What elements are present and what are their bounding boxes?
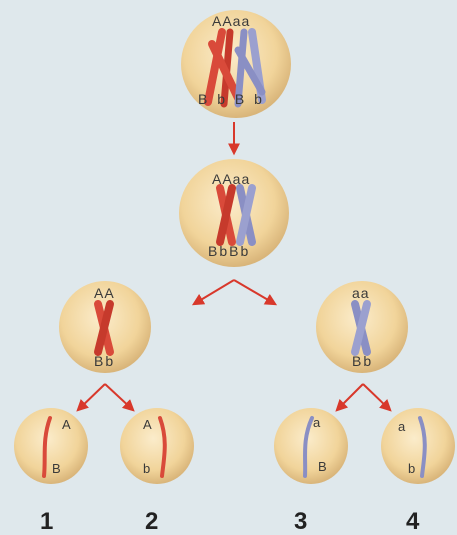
- division-arrows: [76, 122, 392, 412]
- prophase-bottom-label: BbBb: [208, 243, 251, 259]
- meiosis1-left-top-label: AA: [94, 285, 115, 301]
- gamete2-chromosome: [158, 416, 167, 478]
- arrow-left-to-gamete1: [76, 383, 106, 412]
- gamete2-cell: [120, 408, 194, 484]
- gamete2-number: 2: [145, 508, 159, 535]
- parent-chromosomes: [204, 28, 266, 108]
- gamete4-chromosome: [418, 416, 427, 478]
- gamete2-bottom-label: b: [143, 461, 151, 476]
- gamete1-cell: [14, 408, 88, 484]
- meiosis1-right-top-label: aa: [352, 285, 370, 301]
- prophase-top-label: AAaa: [212, 171, 251, 187]
- gamete1-bottom-label: B: [52, 461, 61, 476]
- meiosis1-right-chromosome: [351, 300, 371, 356]
- meiosis1-left-chromosome: [94, 300, 114, 356]
- gamete3-chromosome: [303, 416, 314, 478]
- arrow-prophase-to-left: [191, 279, 235, 306]
- gamete3-top-label: a: [313, 415, 321, 430]
- gamete3-number: 3: [294, 508, 308, 535]
- arrow-left-to-gamete2: [104, 383, 135, 412]
- gamete1-number: 1: [40, 508, 54, 535]
- gamete3-cell: [274, 408, 348, 484]
- arrow-right-to-gamete4: [362, 383, 392, 412]
- prophase-chromosomes: [216, 184, 256, 246]
- arrow-prophase-to-right: [233, 279, 278, 306]
- gamete4-bottom-label: b: [408, 461, 416, 476]
- prophase-cell: [179, 159, 289, 267]
- meiosis1-right-bottom-label: Bb: [352, 353, 374, 369]
- gamete4-top-label: a: [398, 419, 406, 434]
- gamete2-top-label: A: [143, 417, 152, 432]
- gamete4-cell: [381, 408, 455, 484]
- gamete1-top-label: A: [62, 417, 71, 432]
- arrow-right-to-gamete3: [335, 383, 364, 412]
- meiosis1-left-bottom-label: Bb: [94, 353, 116, 369]
- parent-top-label: AAaa: [212, 13, 251, 29]
- parent-bottom-label: B b B b: [198, 91, 262, 107]
- gamete4-number: 4: [406, 508, 420, 535]
- gamete3-bottom-label: B: [318, 459, 327, 474]
- gamete1-chromosome: [42, 416, 52, 478]
